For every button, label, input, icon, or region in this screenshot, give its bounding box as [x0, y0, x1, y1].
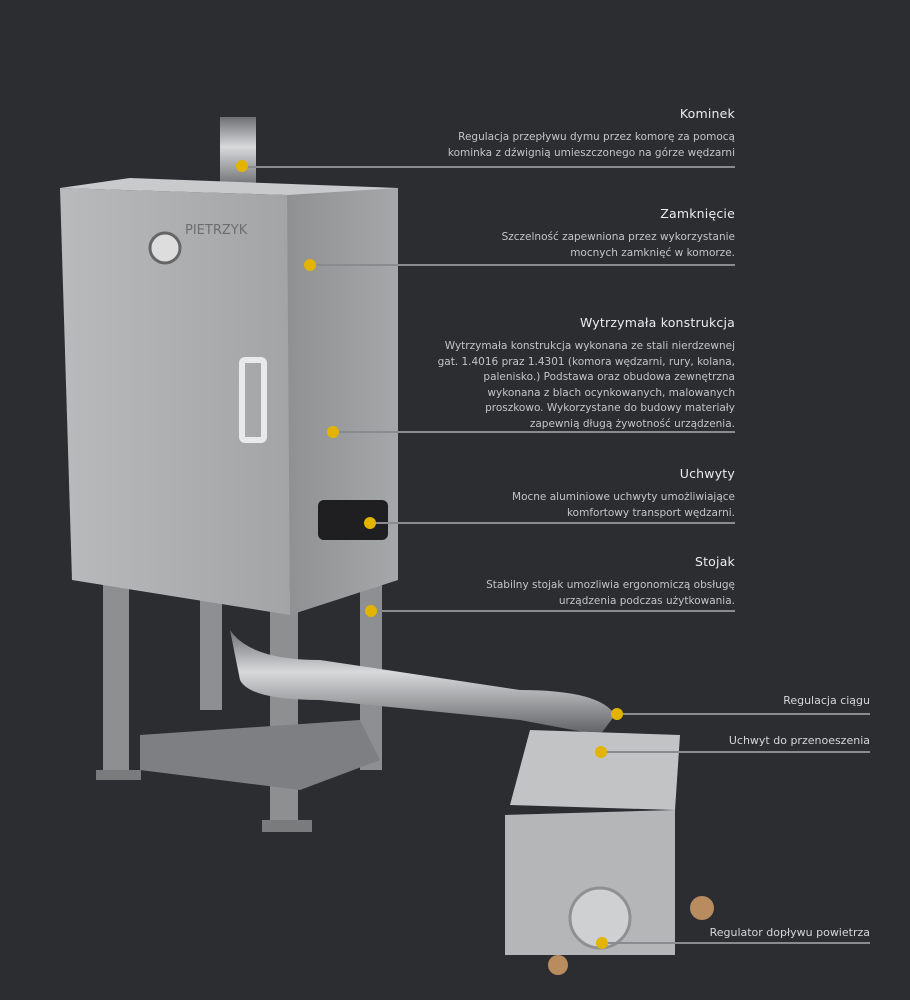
leader-line	[370, 522, 735, 524]
cabinet-side	[285, 188, 398, 615]
feature-title: Kominek	[679, 106, 735, 121]
feature-title: Uchwyty	[679, 466, 735, 481]
side-handle	[318, 500, 388, 540]
label-regulacja-ciagu: Regulacja ciągu	[783, 694, 870, 707]
chimney	[220, 117, 256, 192]
leader-line	[371, 610, 735, 612]
hotspot-zamkniecie[interactable]	[304, 259, 316, 271]
label-uchwyt-przenoszenia: Uchwyt do przenoeszenia	[728, 734, 870, 747]
feature-stojak: Stojak Stabilny stojak umozliwia ergonom…	[486, 554, 735, 609]
hotspot-kominek[interactable]	[236, 160, 248, 172]
hotspot-uchwyt-przenoszenia[interactable]	[595, 746, 607, 758]
brand-logo: PIETRZYK	[185, 223, 248, 238]
feature-text: Stabilny stojak umozliwia ergonomiczą ob…	[486, 579, 735, 591]
feature-text: Regulacja przepływu dymu przez komorę za…	[458, 131, 735, 143]
door-handle	[239, 357, 267, 443]
hotspot-regulator-powietrza[interactable]	[596, 937, 608, 949]
leader-line	[241, 166, 735, 168]
feature-text: urządzenia podczas użytkowania.	[558, 594, 735, 607]
label-regulator-powietrza: Regulator dopływu powietrza	[709, 926, 870, 939]
feature-text: kominka z dźwignią umieszczonego na górz…	[447, 146, 735, 159]
feature-title: Stojak	[694, 554, 735, 569]
hotspot-stojak[interactable]	[365, 605, 377, 617]
leader-line	[310, 264, 735, 266]
firebox-top	[510, 730, 680, 810]
feature-text: wykonana z blach ocynkowanych, malowanyc…	[487, 386, 735, 399]
feature-kominek: Kominek Regulacja przepływu dymu przez k…	[448, 106, 735, 161]
stand	[96, 570, 382, 832]
hotspot-uchwyty[interactable]	[364, 517, 376, 529]
feature-text: gat. 1.4016 praz 1.4301 (komora wędzarni…	[437, 355, 735, 368]
hotspot-konstrukcja[interactable]	[327, 426, 339, 438]
feature-text: Szczelność zapewniona przez wykorzystani…	[501, 231, 735, 243]
feature-title: Wytrzymała konstrukcja	[579, 315, 735, 330]
leader-line	[617, 713, 870, 715]
feature-text: komfortowy transport wędzarni.	[566, 506, 735, 519]
leader-line	[602, 942, 870, 944]
feature-text: proszkowo. Wykorzystane do budowy materi…	[485, 402, 735, 414]
thermometer	[148, 231, 182, 265]
cabinet-front	[60, 188, 290, 615]
flue-pipe	[230, 630, 615, 735]
feature-title: Zamknięcie	[660, 206, 735, 221]
feature-text: zapewnią długą żywotność urządzenia.	[529, 417, 735, 430]
hotspot-regulacja-ciagu[interactable]	[611, 708, 623, 720]
cabinet-top	[60, 178, 398, 195]
firebox-front	[505, 810, 675, 955]
feature-uchwyty: Uchwyty Mocne aluminiowe uchwyty umożliw…	[512, 466, 735, 521]
feature-text: Mocne aluminiowe uchwyty umożliwiające	[512, 491, 735, 503]
feature-zamkniecie: Zamknięcie Szczelność zapewniona przez w…	[502, 206, 735, 261]
feature-text: mocnych zamknięć w komorze.	[570, 246, 735, 259]
feature-konstrukcja: Wytrzymała konstrukcja Wytrzymała konstr…	[438, 315, 735, 432]
leader-line	[333, 431, 735, 433]
feature-text: palenisko.) Podstawa oraz obudowa zewnęt…	[483, 371, 735, 383]
feature-text: Wytrzymała konstrukcja wykonana ze stali…	[444, 340, 735, 352]
leader-line	[601, 751, 870, 753]
